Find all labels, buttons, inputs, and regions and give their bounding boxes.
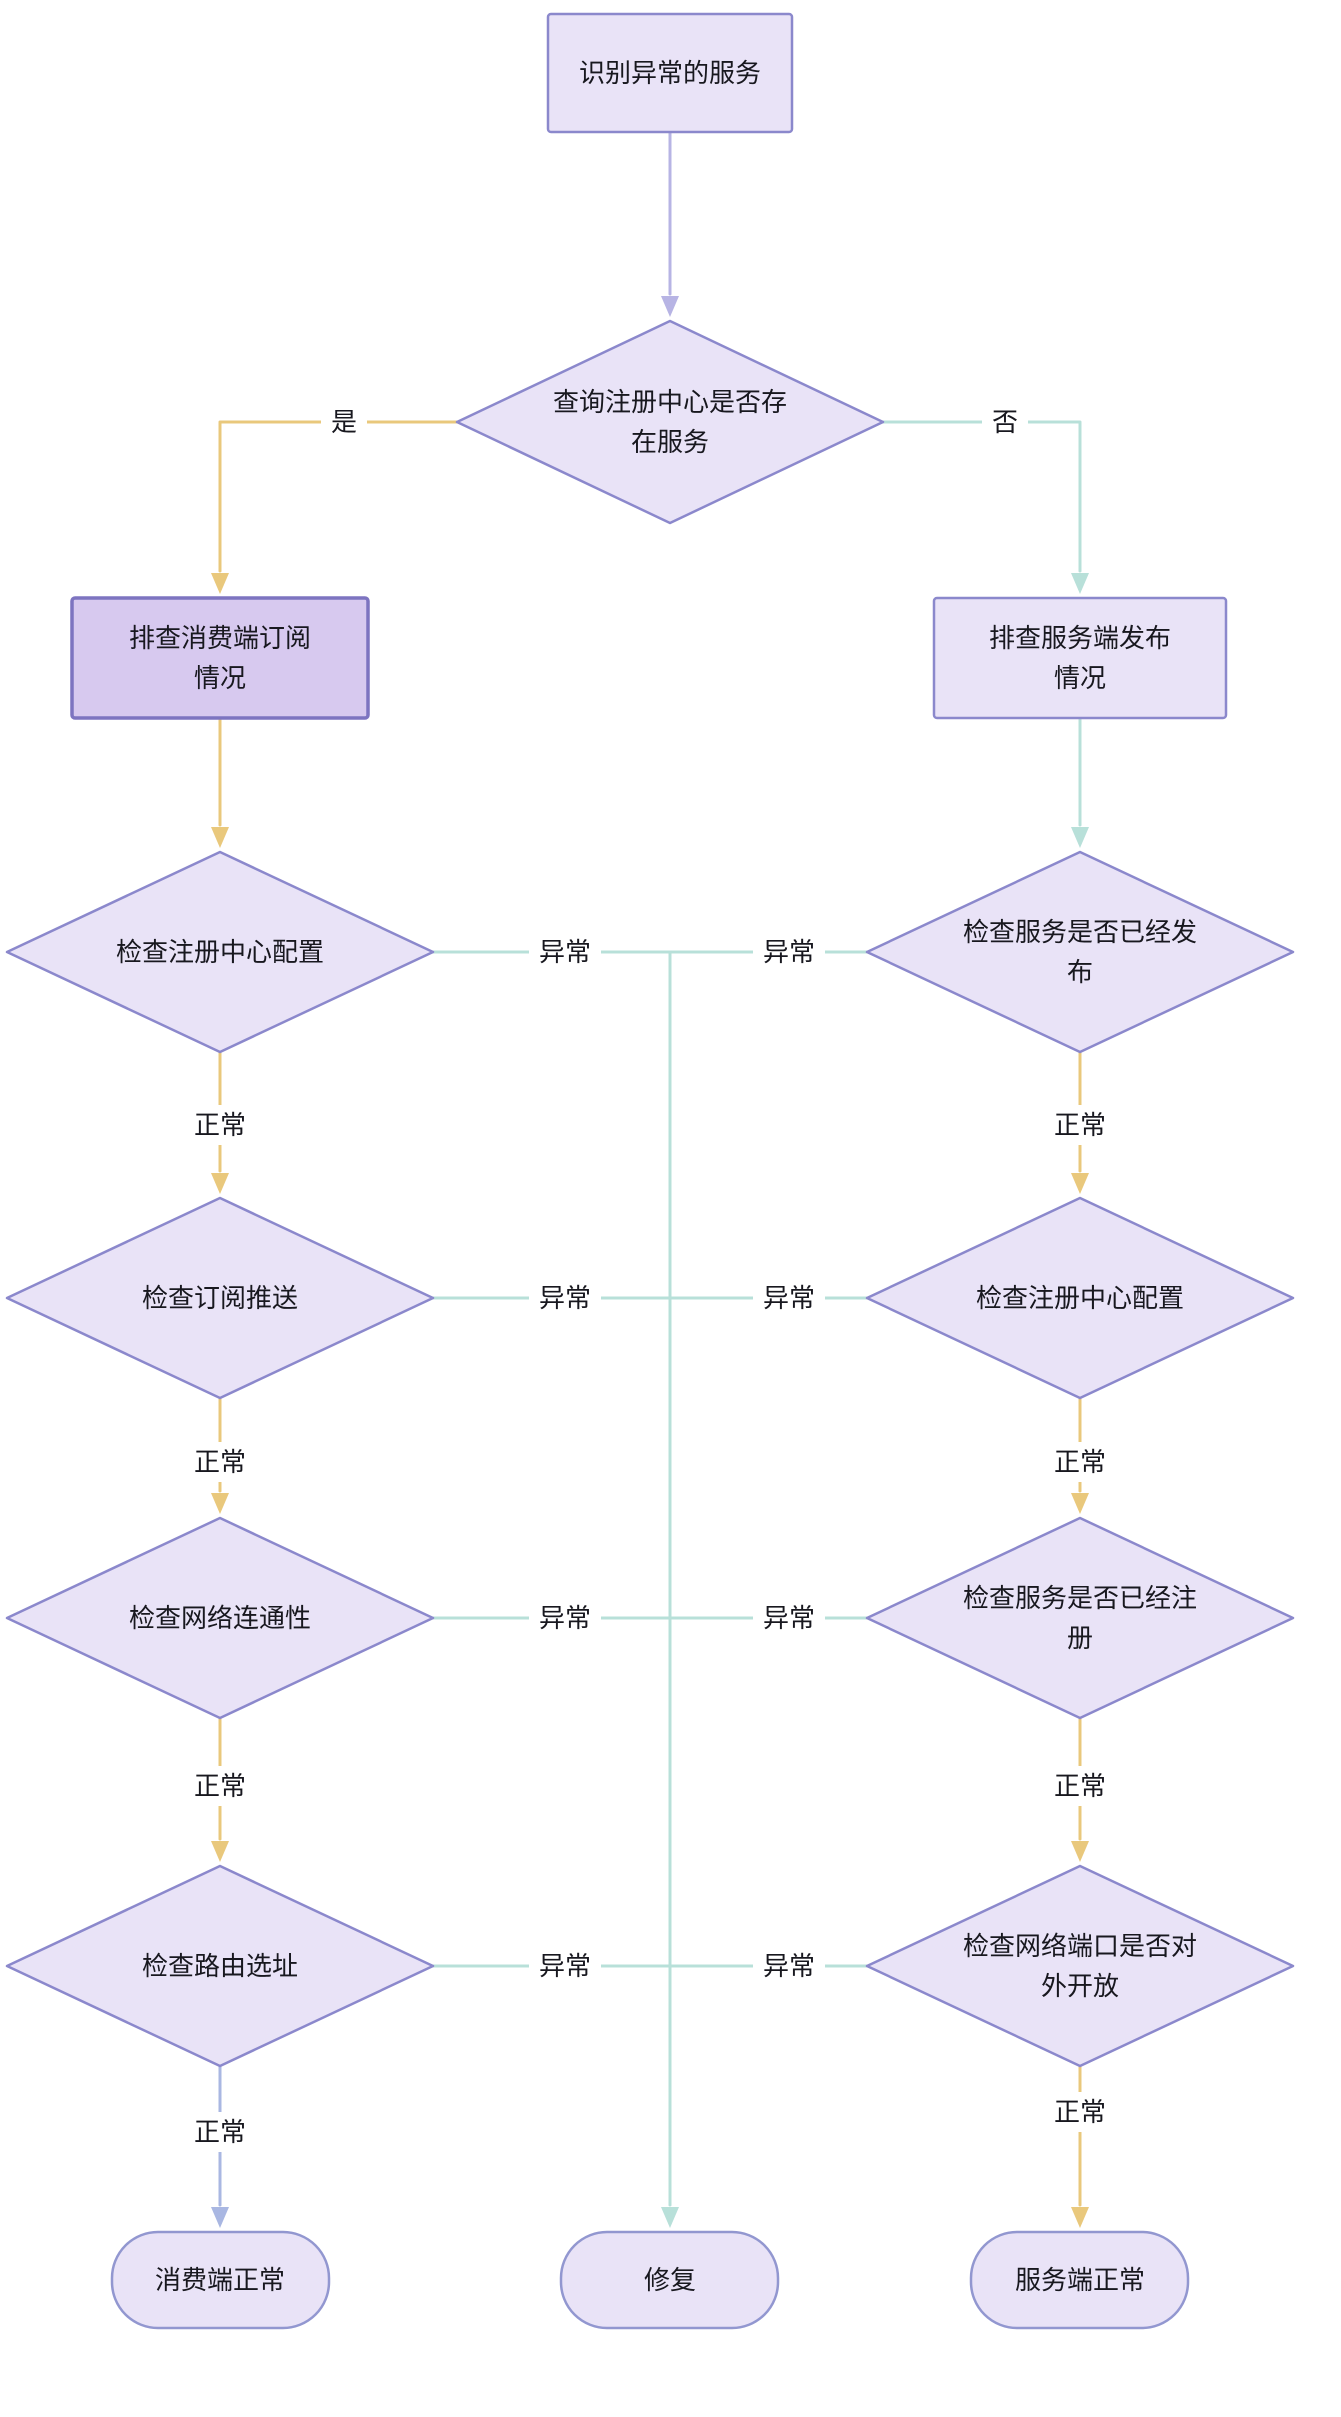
edge-label-provider-abnormal-3: 异常 bbox=[752, 1598, 826, 1638]
arrowhead-consumer-normal-4 bbox=[211, 2207, 229, 2228]
node-check-registry-label: 查询注册中心是否存 在服务 bbox=[552, 387, 787, 457]
edge-label-provider-normal-2: 正常 bbox=[1043, 1442, 1117, 1482]
arrowhead-yes-to-consumer-branch bbox=[211, 573, 229, 594]
arrowhead-start-to-check-registry bbox=[661, 296, 679, 317]
edge-label-provider-abnormal-4: 异常 bbox=[752, 1946, 826, 1986]
edge-label-provider-normal-1: 正常 bbox=[1043, 1105, 1117, 1145]
edge-label-provider-normal-3: 正常 bbox=[1043, 1766, 1117, 1806]
arrowhead-consumer-normal-1 bbox=[211, 1173, 229, 1194]
edge-label-consumer-abnormal-2: 异常 bbox=[528, 1278, 602, 1318]
arrowhead-collector-to-fix bbox=[661, 2207, 679, 2228]
arrowhead-consumer-branch-to-step1 bbox=[211, 827, 229, 848]
node-consumer-step2-shape bbox=[5, 1196, 435, 1400]
node-consumer-branch-label: 排查消费端订阅 情况 bbox=[128, 623, 311, 693]
node-consumer-step4-shape bbox=[5, 1864, 435, 2068]
node-provider-step4-label: 检查网络端口是否对 外开放 bbox=[962, 1931, 1197, 2001]
edge-no-to-provider-branch bbox=[881, 420, 1082, 573]
node-consumer-branch-shape bbox=[70, 596, 370, 720]
node-consumer-step2-label: 检查订阅推送 bbox=[141, 1283, 298, 1313]
edge-label-consumer-normal-1: 正常 bbox=[183, 1105, 257, 1145]
node-provider-branch-label: 排查服务端发布 情况 bbox=[988, 623, 1171, 693]
node-provider-step2-label: 检查注册中心配置 bbox=[975, 1283, 1184, 1313]
node-provider-ok-shape bbox=[969, 2230, 1190, 2330]
arrowhead-provider-normal-1 bbox=[1071, 1173, 1089, 1194]
node-consumer-step4-label: 检查路由选址 bbox=[141, 1951, 298, 1981]
node-provider-branch-shape bbox=[932, 596, 1228, 720]
arrowhead-provider-normal-2 bbox=[1071, 1493, 1089, 1514]
node-consumer-step3-shape bbox=[5, 1516, 435, 1720]
node-consumer-step1-shape bbox=[5, 850, 435, 1054]
edge-label-provider-normal-4: 正常 bbox=[1043, 2092, 1117, 2132]
arrowhead-provider-normal-4 bbox=[1071, 2207, 1089, 2228]
node-consumer-step1-label: 检查注册中心配置 bbox=[115, 937, 324, 967]
edge-yes-to-consumer-branch bbox=[218, 420, 459, 573]
arrowhead-no-to-provider-branch bbox=[1071, 573, 1089, 594]
node-consumer-ok-label: 消费端正常 bbox=[154, 2265, 285, 2295]
node-provider-step3-shape bbox=[865, 1516, 1295, 1720]
node-provider-step4-shape bbox=[865, 1864, 1295, 2068]
node-fix-shape bbox=[559, 2230, 780, 2330]
arrowhead-consumer-normal-2 bbox=[211, 1493, 229, 1514]
edge-label-consumer-abnormal-1: 异常 bbox=[528, 932, 602, 972]
arrowhead-provider-normal-3 bbox=[1071, 1841, 1089, 1862]
edge-label-yes: 是 bbox=[320, 402, 368, 442]
node-start-label: 识别异常的服务 bbox=[578, 58, 761, 88]
node-provider-ok-label: 服务端正常 bbox=[1014, 2265, 1145, 2295]
node-fix-label: 修复 bbox=[643, 2265, 696, 2295]
edge-label-consumer-abnormal-4: 异常 bbox=[528, 1946, 602, 1986]
node-provider-step2-shape bbox=[865, 1196, 1295, 1400]
node-provider-step3-label: 检查服务是否已经注 册 bbox=[962, 1583, 1197, 1653]
edge-label-consumer-abnormal-3: 异常 bbox=[528, 1598, 602, 1638]
node-consumer-step3-label: 检查网络连通性 bbox=[128, 1603, 311, 1633]
edge-label-provider-abnormal-1: 异常 bbox=[752, 932, 826, 972]
node-provider-step1-shape bbox=[865, 850, 1295, 1054]
arrowhead-provider-branch-to-step1 bbox=[1071, 827, 1089, 848]
arrowhead-consumer-normal-3 bbox=[211, 1841, 229, 1862]
edge-label-consumer-normal-4: 正常 bbox=[183, 2112, 257, 2152]
node-check-registry-shape bbox=[455, 319, 885, 525]
edge-label-no: 否 bbox=[981, 402, 1029, 442]
node-consumer-ok-shape bbox=[110, 2230, 331, 2330]
node-start-shape bbox=[546, 12, 794, 134]
edge-label-provider-abnormal-2: 异常 bbox=[752, 1278, 826, 1318]
edge-label-consumer-normal-3: 正常 bbox=[183, 1766, 257, 1806]
node-provider-step1-label: 检查服务是否已经发 布 bbox=[962, 917, 1197, 987]
edge-label-consumer-normal-2: 正常 bbox=[183, 1442, 257, 1482]
